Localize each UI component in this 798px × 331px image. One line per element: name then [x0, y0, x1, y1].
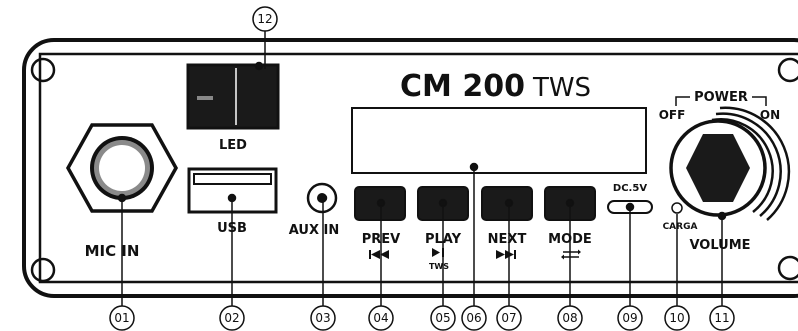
model-suffix: TWS: [532, 73, 591, 103]
power-bracket-right: [752, 96, 767, 106]
carga-label: CARGA: [663, 222, 698, 232]
callout-02: [219, 305, 245, 331]
callout-01: [109, 305, 135, 331]
power-label: POWER: [694, 90, 748, 105]
callout-03: [310, 305, 336, 331]
led-label: LED: [219, 138, 247, 153]
callout-12: [252, 6, 278, 32]
callout-03-text: 03: [315, 311, 330, 325]
callout-12-text: 12: [257, 12, 272, 26]
callout-leaders: [117, 31, 727, 307]
callout-02-text: 02: [224, 311, 239, 325]
next-track-icon: [496, 250, 516, 259]
callout-06-text: 06: [466, 311, 481, 325]
play-tws-label: TWS: [429, 262, 449, 271]
callout-10: [664, 305, 690, 331]
callout-06: [461, 305, 487, 331]
callout-11: [709, 305, 735, 331]
panel-inner-frame: [38, 52, 798, 284]
callout-11-text: 11: [714, 311, 729, 325]
knob-indicator: [685, 155, 691, 161]
screw-top-left: [30, 57, 56, 83]
panel-outer-frame: [22, 38, 798, 298]
display-window: [351, 107, 647, 174]
callout-10-text: 10: [669, 311, 684, 325]
callout-markers: 01 02 03 04 05 06 07 08 09 10 11 12: [109, 6, 735, 331]
screw-top-right: [777, 57, 798, 83]
mic-in-label: MIC IN: [85, 242, 140, 260]
power-off-label: OFF: [659, 108, 686, 122]
volume-knob[interactable]: [669, 106, 791, 221]
screw-bottom-right: [777, 255, 798, 281]
model-name: CM 200: [400, 69, 525, 104]
mode-switch-icon: [561, 249, 581, 260]
dc-5v-label: DC.5V: [613, 183, 647, 194]
callout-09: [617, 305, 643, 331]
next-label: NEXT: [488, 232, 527, 247]
callout-08: [557, 305, 583, 331]
callout-07-text: 07: [501, 311, 516, 325]
led-switch[interactable]: [186, 63, 280, 130]
power-on-label: ON: [760, 108, 780, 122]
volume-label: VOLUME: [689, 238, 750, 253]
prev-track-icon: [369, 250, 389, 259]
aux-in-label: AUX IN: [289, 223, 339, 238]
callout-07: [496, 305, 522, 331]
callout-04: [368, 305, 394, 331]
callout-09-text: 09: [622, 311, 637, 325]
play-pause-icon: [432, 248, 444, 257]
charge-led: [671, 202, 683, 214]
callout-05: [430, 305, 456, 331]
mic-in-jack[interactable]: [65, 123, 179, 213]
callout-04-text: 04: [373, 311, 388, 325]
screw-bottom-left: [30, 257, 56, 283]
callout-01-text: 01: [114, 311, 129, 325]
callout-08-text: 08: [562, 311, 577, 325]
callout-05-text: 05: [435, 311, 450, 325]
power-bracket-left: [675, 96, 690, 106]
